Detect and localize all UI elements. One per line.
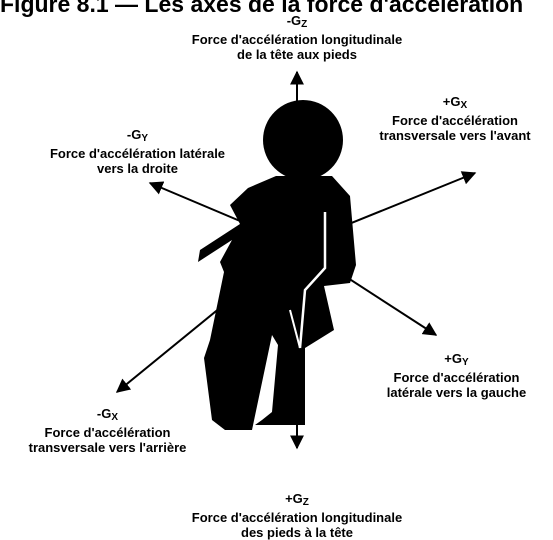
pos-gx-symbol: +GX xyxy=(355,95,553,113)
neg-gz-line1: Force d'accélération longitudinale xyxy=(192,32,402,47)
neg-gx-line1: Force d'accélération xyxy=(45,425,171,440)
neg-gx-symbol: -GX xyxy=(5,407,210,425)
neg-gy-line2: vers la droite xyxy=(97,161,178,176)
neg-gz-symbol: -GZ xyxy=(162,14,432,32)
neg-gy-line1: Force d'accélération latérale xyxy=(50,146,225,161)
pos-gz-line1: Force d'accélération longitudinale xyxy=(192,510,402,525)
neg-gz-label: -GZ Force d'accélération longitudinale d… xyxy=(162,14,432,62)
pos-gx-line2: transversale vers l'avant xyxy=(379,128,530,143)
neg-gx-line2: transversale vers l'arrière xyxy=(29,440,187,455)
pos-gy-line2: latérale vers la gauche xyxy=(387,385,526,400)
head-shape xyxy=(263,100,343,180)
pos-gz-label: +GZ Force d'accélération longitudinale d… xyxy=(162,492,432,540)
pos-gy-label: +GY Force d'accélération latérale vers l… xyxy=(364,352,549,400)
neg-gy-label: -GY Force d'accélération latérale vers l… xyxy=(30,128,245,176)
neg-gx-label: -GX Force d'accélération transversale ve… xyxy=(5,407,210,455)
pos-gz-symbol: +GZ xyxy=(162,492,432,510)
neg-gz-line2: de la tête aux pieds xyxy=(237,47,357,62)
neg-gy-symbol: -GY xyxy=(30,128,245,146)
pos-gy-line1: Force d'accélération xyxy=(394,370,520,385)
pos-gx-line1: Force d'accélération xyxy=(392,113,518,128)
pos-gz-line2: des pieds à la tête xyxy=(241,525,353,540)
pos-gy-symbol: +GY xyxy=(364,352,549,370)
pos-gx-label: +GX Force d'accélération transversale ve… xyxy=(355,95,553,143)
